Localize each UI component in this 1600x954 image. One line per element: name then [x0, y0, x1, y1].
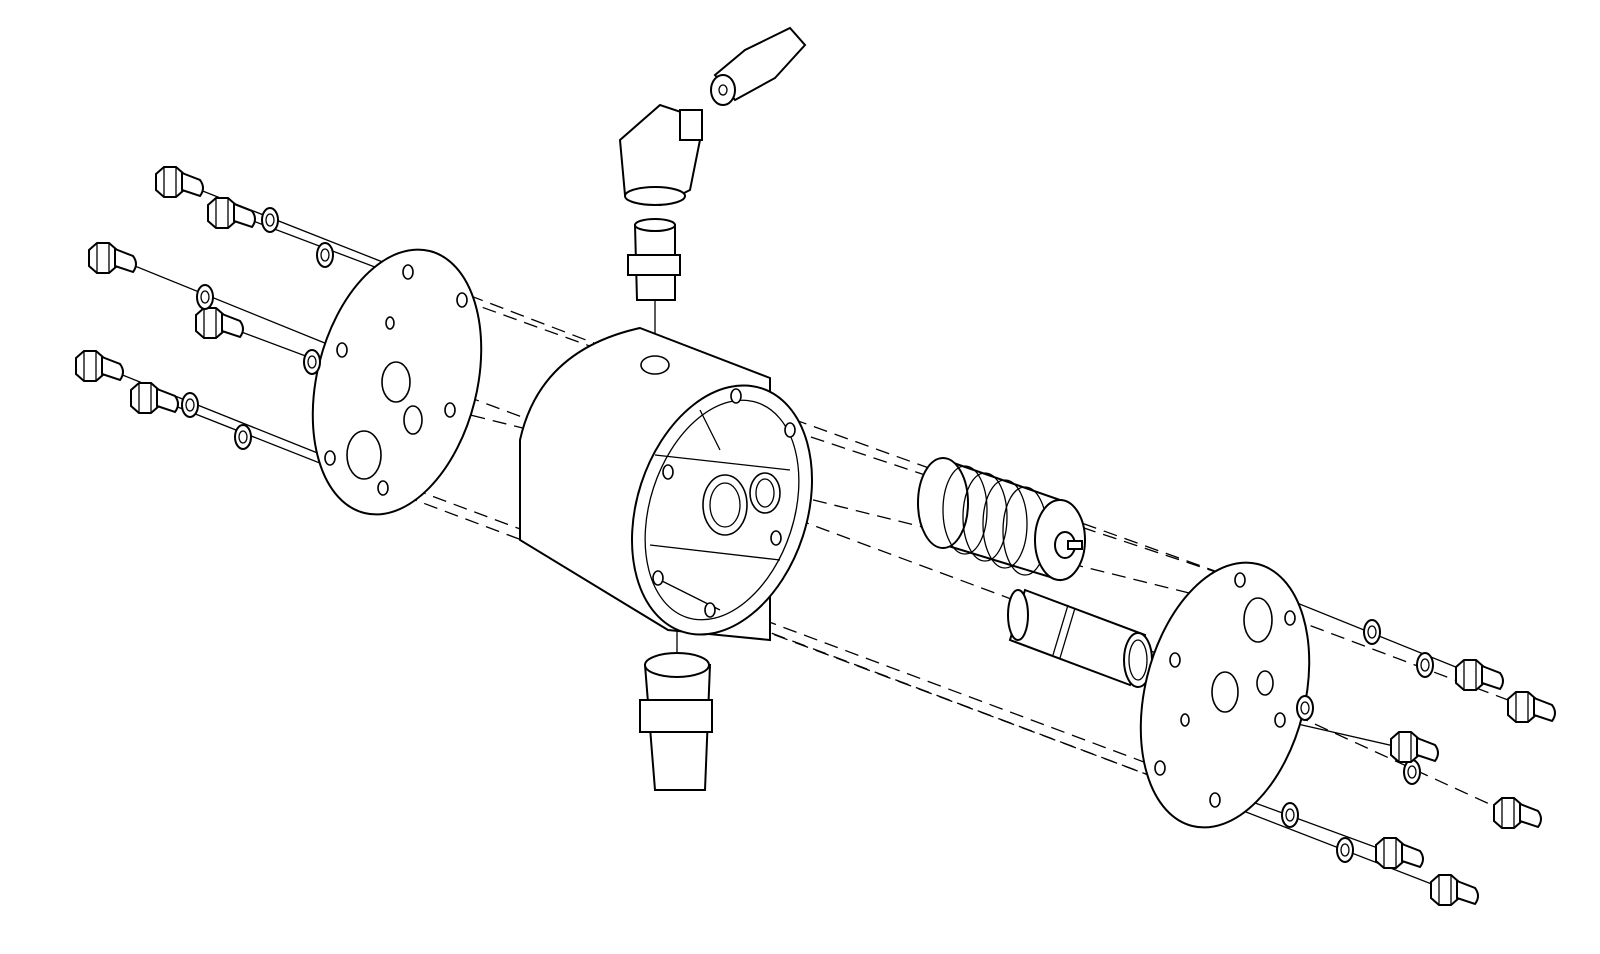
- bottom-nipple: [639, 652, 713, 791]
- top-nipple: [627, 218, 681, 301]
- plate-hole: [377, 480, 389, 496]
- bolt: [130, 382, 179, 414]
- bolt: [1390, 731, 1439, 763]
- washer: [1296, 695, 1314, 721]
- plate-hole: [456, 292, 468, 308]
- elbow-fitting: [618, 103, 703, 207]
- washer: [234, 424, 252, 450]
- valve-cartridge: [917, 457, 1086, 582]
- washer: [1416, 652, 1434, 678]
- washer: [261, 207, 279, 233]
- plate-hole: [324, 450, 336, 466]
- bolt: [195, 307, 244, 339]
- right-centerlines: [654, 300, 1489, 896]
- bolt: [75, 350, 124, 382]
- sleeve-tube: [1007, 588, 1153, 688]
- port-hole: [403, 405, 423, 435]
- plate-hole: [336, 342, 348, 358]
- bolt: [1493, 797, 1542, 829]
- plate-hole: [385, 316, 395, 330]
- washer: [1363, 619, 1381, 645]
- washer: [1336, 837, 1354, 863]
- right-end-plate: [1139, 561, 1311, 829]
- bolt: [1375, 837, 1424, 869]
- quick-connector: [710, 26, 807, 106]
- port-hole: [381, 361, 411, 403]
- left-end-plate: [311, 248, 483, 516]
- washer: [181, 392, 199, 418]
- washer: [1403, 759, 1421, 785]
- plate-hole: [444, 402, 456, 418]
- right-fasteners: [1281, 619, 1556, 906]
- left-fasteners: [75, 166, 334, 450]
- washer: [196, 284, 214, 310]
- washer: [303, 349, 321, 375]
- plate-hole: [402, 264, 414, 280]
- bolt: [88, 242, 137, 274]
- housing-body: [519, 326, 813, 642]
- bolt: [1455, 659, 1504, 691]
- washer: [316, 242, 334, 268]
- washer: [1281, 802, 1299, 828]
- bolt: [1430, 874, 1479, 906]
- bolt: [207, 197, 256, 229]
- port-hole: [346, 430, 382, 480]
- bolt: [1507, 691, 1556, 723]
- bolt: [155, 166, 204, 198]
